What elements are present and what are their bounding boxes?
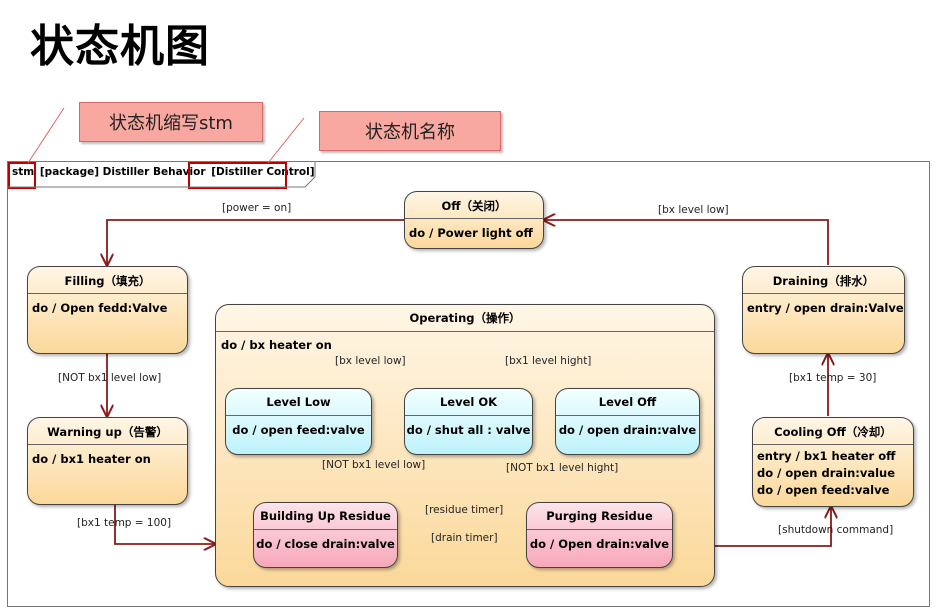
callout-leader-name [267, 117, 305, 164]
highlight-stm [8, 162, 36, 189]
state-building-up-residue[interactable]: Building Up Residue do / close drain:val… [253, 502, 398, 568]
state-level-low-activity: do / open feed:valve [232, 423, 365, 437]
state-operating-name: Operating（操作） [409, 311, 521, 325]
page-title: 状态机图 [30, 21, 210, 72]
callout-leader-stm [27, 107, 65, 164]
state-level-off[interactable]: Level Off do / open drain:valve [555, 388, 700, 455]
arrow-off-to-filling [107, 219, 404, 265]
state-warning-activity: do / bx1 heater on [32, 452, 151, 466]
state-purging-activity: do / Open drain:valve [529, 537, 670, 551]
state-level-ok-name: Level OK [439, 395, 498, 409]
state-cooling-off[interactable]: Cooling Off（冷却） entry / bx1 heater off d… [752, 417, 914, 507]
state-warning-up[interactable]: Warning up（告警） do / bx1 heater on [27, 417, 188, 505]
state-filling[interactable]: Filling（填充） do / Open fedd:Valve [27, 266, 188, 354]
state-operating-activity: do / bx heater on [221, 338, 332, 352]
frame-keyword: stm [12, 166, 35, 178]
label-bx1-temp-30: [bx1 temp = 30] [789, 372, 877, 384]
label-inner-not-level-low: [NOT bx1 level low] [322, 459, 426, 471]
callout-state-machine-name: 状态机名称 [319, 111, 501, 151]
state-level-low-name: Level Low [266, 395, 331, 409]
state-cooling-do-feed: do / open feed:valve [757, 483, 890, 497]
state-off[interactable]: Off（关闭） do / Power light off [404, 191, 544, 249]
arrow-operating-to-cooling [715, 507, 831, 547]
arrow-draining-to-off [544, 220, 829, 265]
label-not-bx1-level-low: [NOT bx1 level low] [58, 372, 162, 384]
state-draining[interactable]: Draining（排水） entry / open drain:Valve [742, 266, 905, 354]
label-residue-timer: [residue timer] [425, 504, 504, 516]
state-purging-name: Purging Residue [546, 509, 653, 523]
state-level-off-name: Level Off [598, 395, 657, 409]
diagram-frame [7, 161, 930, 607]
state-off-name: Off（关闭） [441, 199, 507, 213]
frame-name: [Distiller Control] [211, 166, 315, 178]
state-cooling-entry: entry / bx1 heater off [757, 449, 896, 463]
state-warning-name: Warning up（告警） [47, 425, 168, 439]
label-bx-level-low: [bx level low] [658, 204, 729, 216]
state-filling-name: Filling（填充） [64, 274, 151, 288]
state-building-name: Building Up Residue [260, 509, 391, 523]
label-inner-not-level-hight: [NOT bx1 level hight] [506, 462, 619, 474]
state-level-off-activity: do / open drain:valve [558, 423, 697, 437]
frame-tab-outline [7, 161, 316, 188]
state-filling-activity: do / Open fedd:Valve [32, 301, 168, 315]
state-level-ok[interactable]: Level OK do / shut all : valve [404, 388, 533, 455]
highlight-machine-name [188, 162, 287, 189]
arrow-warning-to-operating [114, 505, 215, 544]
state-purging-residue[interactable]: Purging Residue do / Open drain:valve [526, 502, 673, 568]
callout-stm-abbreviation: 状态机缩写stm [79, 102, 263, 142]
state-cooling-name: Cooling Off（冷却） [774, 425, 892, 439]
label-inner-bx1-level-hight: [bx1 level hight] [505, 355, 592, 367]
state-cooling-do-drain: do / open drain:value [757, 466, 896, 480]
label-power-on: [power = on] [222, 202, 292, 214]
label-inner-bx-level-low: [bx level low] [335, 355, 406, 367]
frame-context: [package] Distiller Behavior [39, 166, 206, 178]
label-bx1-temp-100: [bx1 temp = 100] [77, 517, 172, 529]
state-off-activity: do / Power light off [409, 226, 533, 240]
state-building-activity: do / close drain:valve [256, 537, 395, 551]
frame-header: stm [package] Distiller Behavior [Distil… [11, 166, 316, 178]
state-level-low[interactable]: Level Low do / open feed:valve [225, 388, 372, 455]
state-level-ok-activity: do / shut all : valve [406, 423, 531, 437]
state-draining-activity: entry / open drain:Valve [747, 301, 904, 315]
label-drain-timer: [drain timer] [431, 532, 498, 544]
state-draining-name: Draining（排水） [772, 274, 875, 288]
label-shutdown-command: [shutdown command] [778, 524, 894, 536]
